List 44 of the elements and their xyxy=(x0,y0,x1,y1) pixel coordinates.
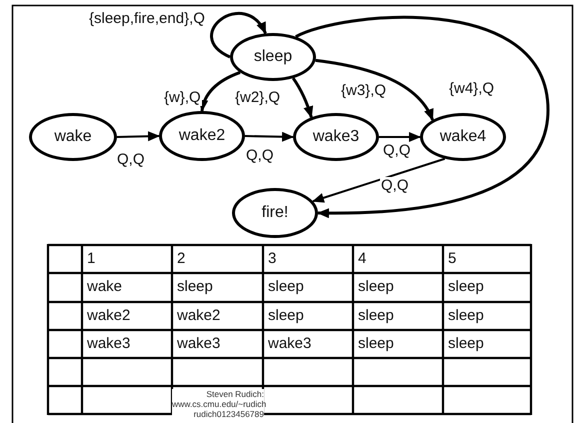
table-entry: sleep xyxy=(358,278,394,295)
state-name: wake4 xyxy=(440,128,486,146)
table-entry: sleep xyxy=(448,307,484,324)
edge-label: Q,Q xyxy=(245,147,275,164)
author-credit: Steven Rudich: www.cs.cmu.edu/~rudich rudich0123456789 xyxy=(172,389,264,419)
table-entry: 3 xyxy=(268,250,276,267)
transition-arrow xyxy=(244,132,294,142)
table-entry: wake3 xyxy=(268,335,312,352)
edge-label: Q,Q xyxy=(382,142,412,159)
edge-label: {w3},Q xyxy=(340,82,388,99)
table-entry: 1 xyxy=(87,250,96,267)
edge-label: Q,Q xyxy=(380,177,410,194)
table-entry: sleep xyxy=(448,335,484,352)
table-entry: sleep xyxy=(358,307,394,324)
table-entry: wake3 xyxy=(87,335,130,352)
table-entry: 4 xyxy=(358,250,366,267)
transition-arrow xyxy=(116,131,160,142)
edge-label: {sleep,fire,end},Q xyxy=(88,10,206,27)
table-entry: sleep xyxy=(177,278,213,295)
transition-arrow xyxy=(315,58,434,121)
edge-label: {w4},Q xyxy=(448,80,496,97)
state-ellipse xyxy=(232,188,318,238)
edge-label: {w2},Q xyxy=(234,89,282,106)
state-name: wake2 xyxy=(178,127,226,145)
table-entry: wake3 xyxy=(177,335,220,352)
edge-label: Q,Q xyxy=(116,151,146,168)
table-entry: sleep xyxy=(268,278,304,295)
transition-arrow xyxy=(379,132,421,142)
state-name: wake xyxy=(54,128,92,146)
table-entry: 5 xyxy=(448,250,456,267)
state-name: wake3 xyxy=(312,128,360,146)
table-entry: wake2 xyxy=(87,307,130,324)
transition-arrow xyxy=(210,12,267,58)
table-entry: sleep xyxy=(268,307,304,324)
state-name: sleep xyxy=(254,48,292,66)
table-entry: wake xyxy=(87,278,122,295)
table-entry: 2 xyxy=(177,250,186,267)
edge-label: {w},Q xyxy=(163,89,202,106)
state-ellipse xyxy=(230,33,316,81)
table-entry: sleep xyxy=(358,335,394,352)
transition-arrow xyxy=(295,16,550,218)
state-name: fire! xyxy=(262,204,288,222)
table-entry: wake2 xyxy=(177,307,220,324)
table-entry: sleep xyxy=(448,278,484,295)
